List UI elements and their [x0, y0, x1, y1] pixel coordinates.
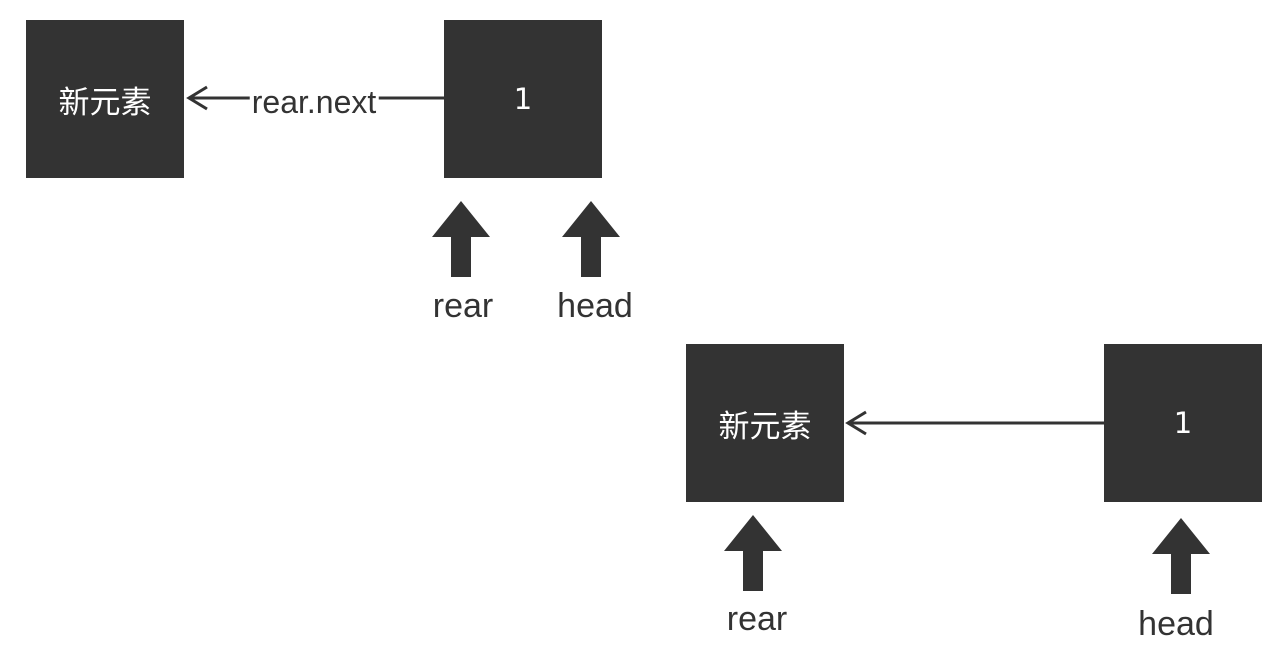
- bottom-head-pointer-arrow-icon: [1152, 518, 1210, 594]
- top-head-label: head: [557, 287, 633, 325]
- top-value-label: 1: [513, 82, 533, 116]
- bottom-head-label: head: [1138, 605, 1214, 643]
- top-edge-label: rear.next: [249, 84, 379, 121]
- top-edge-arrowhead: [186, 85, 208, 111]
- bottom-rear-pointer-arrow-icon: [724, 515, 782, 591]
- bottom-edge-arrowhead: [845, 410, 867, 436]
- top-new-element-label: 新元素: [58, 84, 152, 121]
- bottom-value-node: 1: [1104, 344, 1262, 502]
- bottom-value-label: 1: [1173, 406, 1193, 440]
- top-rear-pointer-arrow-icon: [432, 201, 490, 277]
- top-head-pointer-arrow-icon: [562, 201, 620, 277]
- bottom-new-element-node: 新元素: [686, 344, 844, 502]
- top-value-node: 1: [444, 20, 602, 178]
- bottom-new-element-label: 新元素: [718, 408, 812, 445]
- bottom-edge: [845, 410, 1104, 436]
- top-new-element-node: 新元素: [26, 20, 184, 178]
- top-rear-label: rear: [432, 287, 494, 325]
- bottom-rear-label: rear: [726, 600, 788, 638]
